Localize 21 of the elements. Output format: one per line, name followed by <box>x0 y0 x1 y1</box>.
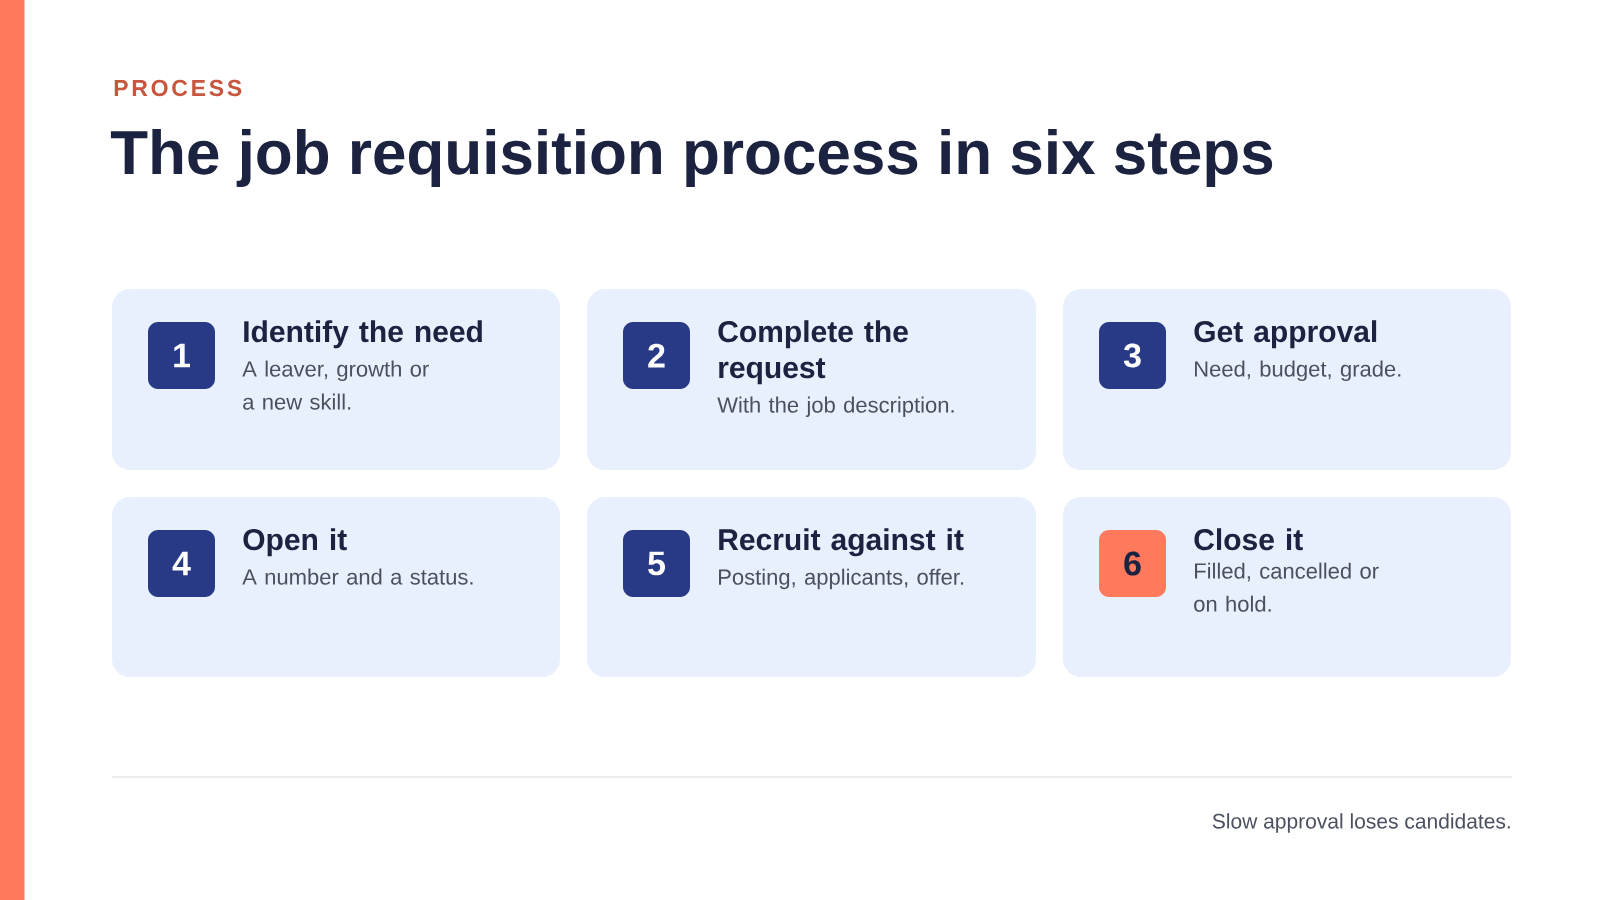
step-title: Identify the need <box>244 320 482 349</box>
heading: The job requisition process in six steps <box>110 129 1273 187</box>
step-description: A leaver, growth or a new skill. <box>242 360 429 410</box>
step-title: Close it <box>1194 528 1303 551</box>
step-description: Need, budget, grade. <box>1195 360 1401 382</box>
eyebrow-label: PROCESS <box>114 79 242 97</box>
number-badge: 3 <box>1099 322 1166 389</box>
number-badge: 2 <box>623 322 690 389</box>
step-title: Open it <box>243 528 347 557</box>
step-description: A number and a status. <box>242 568 473 585</box>
step-title: Recruit against it <box>719 528 964 557</box>
step-title: Complete the request <box>718 320 908 385</box>
step-title: Get approval <box>1194 320 1377 349</box>
step-description: Posting, applicants, offer. <box>719 568 964 590</box>
number-badge: 6 <box>1099 530 1166 597</box>
number-badge: 1 <box>148 322 215 389</box>
step-description: Filled, cancelled or on hold. <box>1194 562 1379 612</box>
footer-note: Slow approval loses candidates. <box>1212 813 1510 833</box>
number-badge: 5 <box>623 530 690 597</box>
number-badge: 4 <box>148 530 215 597</box>
step-description: With the job description. <box>717 396 954 418</box>
